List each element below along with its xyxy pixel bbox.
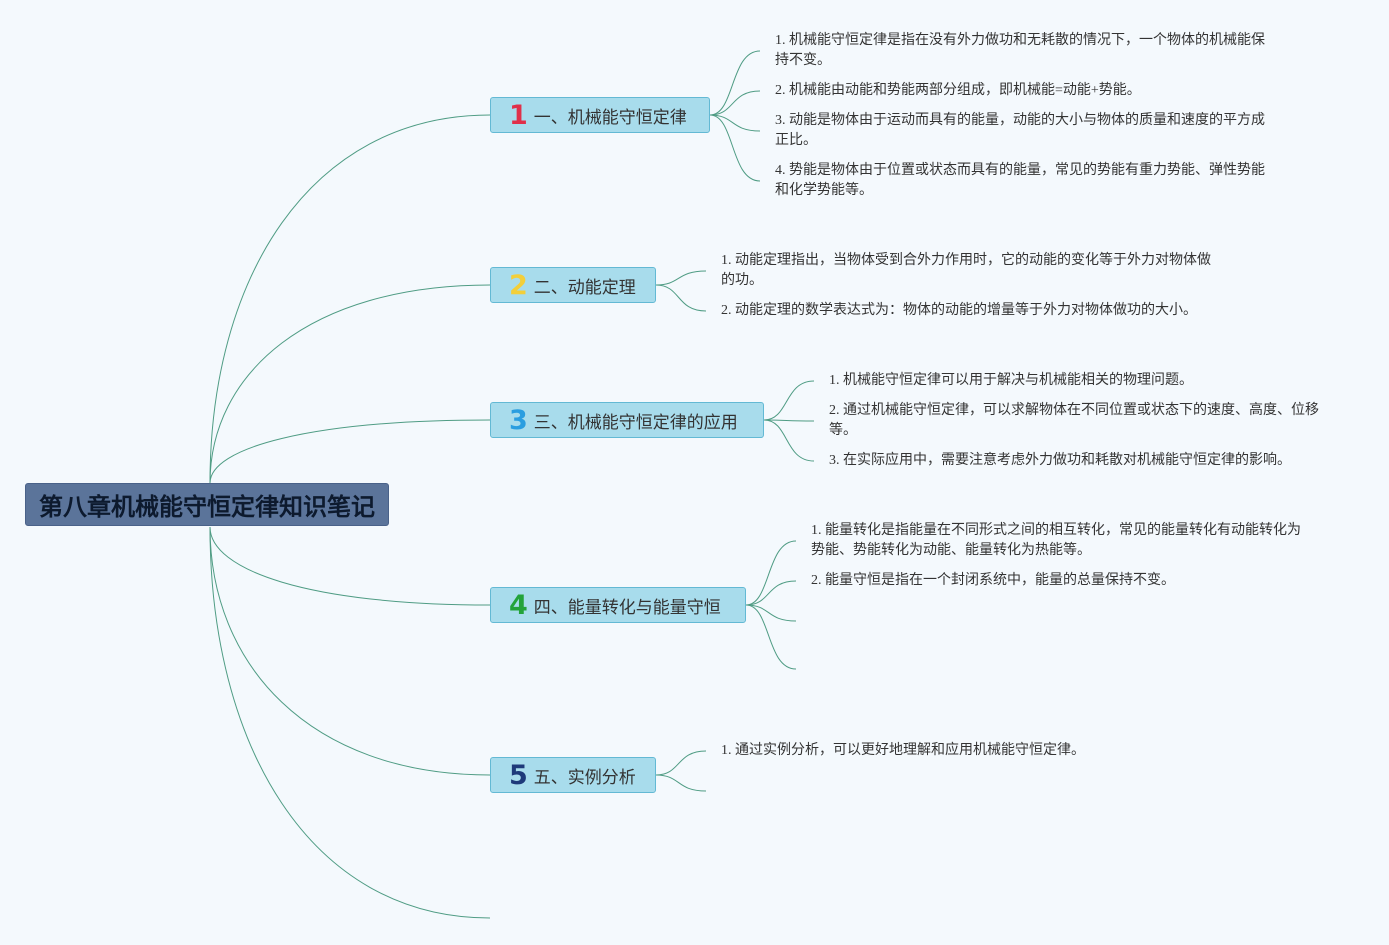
note-link-1-3 bbox=[709, 114, 761, 132]
root-topic[interactable]: 第八章机械能守恒定律知识笔记 bbox=[25, 483, 389, 526]
number-2-icon: 2 bbox=[509, 269, 528, 301]
note-3-1[interactable]: 1. 机械能守恒定律可以用于解决与机械能相关的物理问题。 bbox=[829, 373, 1193, 388]
note-link-1-4 bbox=[709, 114, 761, 182]
note-link-2-1 bbox=[655, 270, 707, 286]
branch-topic-1[interactable]: 1 一、机械能守恒定律 bbox=[490, 97, 710, 133]
root-topic-title: 第八章机械能守恒定律知识笔记 bbox=[39, 493, 375, 521]
note-1-1[interactable]: 1. 机械能守恒定律是指在没有外力做功和无耗散的情况下，一个物体的机械能保持不变… bbox=[775, 33, 1265, 68]
note-2-1[interactable]: 1. 动能定理指出，当物体受到合外力作用时，它的动能的变化等于外力对物体做的功。 bbox=[721, 253, 1211, 288]
note-link-1-2 bbox=[709, 90, 761, 116]
note-link-3-3 bbox=[763, 419, 815, 462]
root-link-3 bbox=[209, 419, 491, 484]
note-3-3[interactable]: 3. 在实际应用中，需要注意考虑外力做功和耗散对机械能守恒定律的影响。 bbox=[829, 453, 1291, 468]
note-2-2[interactable]: 2. 动能定理的数学表达式为：物体的动能的增量等于外力对物体做功的大小。 bbox=[721, 303, 1197, 318]
branch-topic-4-title: 四、能量转化与能量守恒 bbox=[533, 597, 721, 618]
number-4-icon: 4 bbox=[509, 589, 528, 621]
branch-topic-3-title: 三、机械能守恒定律的应用 bbox=[533, 412, 738, 433]
root-link-2 bbox=[209, 284, 491, 484]
branch-topic-5-title: 五、实例分析 bbox=[533, 767, 636, 788]
branch-topic-1-title: 一、机械能守恒定律 bbox=[533, 107, 687, 128]
note-link-4-2 bbox=[745, 580, 797, 606]
branch-topic-2-title: 二、动能定理 bbox=[533, 277, 636, 298]
note-link-4-4 bbox=[745, 604, 797, 670]
note-link-4-3 bbox=[745, 604, 797, 622]
note-4-2[interactable]: 2. 能量守恒是指在一个封闭系统中，能量的总量保持不变。 bbox=[811, 573, 1175, 588]
root-link-6 bbox=[209, 526, 491, 919]
branch-topic-2[interactable]: 2 二、动能定理 bbox=[490, 267, 656, 303]
branch-topic-4[interactable]: 4 四、能量转化与能量守恒 bbox=[490, 587, 746, 623]
note-3-2[interactable]: 2. 通过机械能守恒定律，可以求解物体在不同位置或状态下的速度、高度、位移等。 bbox=[829, 403, 1319, 438]
note-link-1-1 bbox=[709, 50, 761, 116]
note-1-2[interactable]: 2. 机械能由动能和势能两部分组成，即机械能=动能+势能。 bbox=[775, 83, 1141, 98]
note-1-4[interactable]: 4. 势能是物体由于位置或状态而具有的能量，常见的势能有重力势能、弹性势能和化学… bbox=[775, 163, 1265, 198]
number-5-icon: 5 bbox=[509, 759, 528, 791]
number-3-icon: 3 bbox=[509, 404, 528, 436]
root-link-1 bbox=[209, 114, 491, 484]
branch-topic-5[interactable]: 5 五、实例分析 bbox=[490, 757, 656, 793]
note-link-2-2 bbox=[655, 284, 707, 312]
note-4-1[interactable]: 1. 能量转化是指能量在不同形式之间的相互转化，常见的能量转化有动能转化为势能、… bbox=[811, 523, 1301, 558]
note-link-5-1 bbox=[655, 750, 707, 776]
note-1-3[interactable]: 3. 动能是物体由于运动而具有的能量，动能的大小与物体的质量和速度的平方成正比。 bbox=[775, 113, 1265, 148]
note-link-5-2 bbox=[655, 774, 707, 792]
note-link-4-1 bbox=[745, 540, 797, 606]
note-link-3-2 bbox=[763, 419, 815, 422]
root-link-5 bbox=[209, 526, 491, 776]
number-1-icon: 1 bbox=[509, 99, 528, 131]
note-link-3-1 bbox=[763, 380, 815, 421]
root-link-4 bbox=[209, 526, 491, 606]
note-5-1[interactable]: 1. 通过实例分析，可以更好地理解和应用机械能守恒定律。 bbox=[721, 743, 1085, 758]
branch-topic-3[interactable]: 3 三、机械能守恒定律的应用 bbox=[490, 402, 764, 438]
